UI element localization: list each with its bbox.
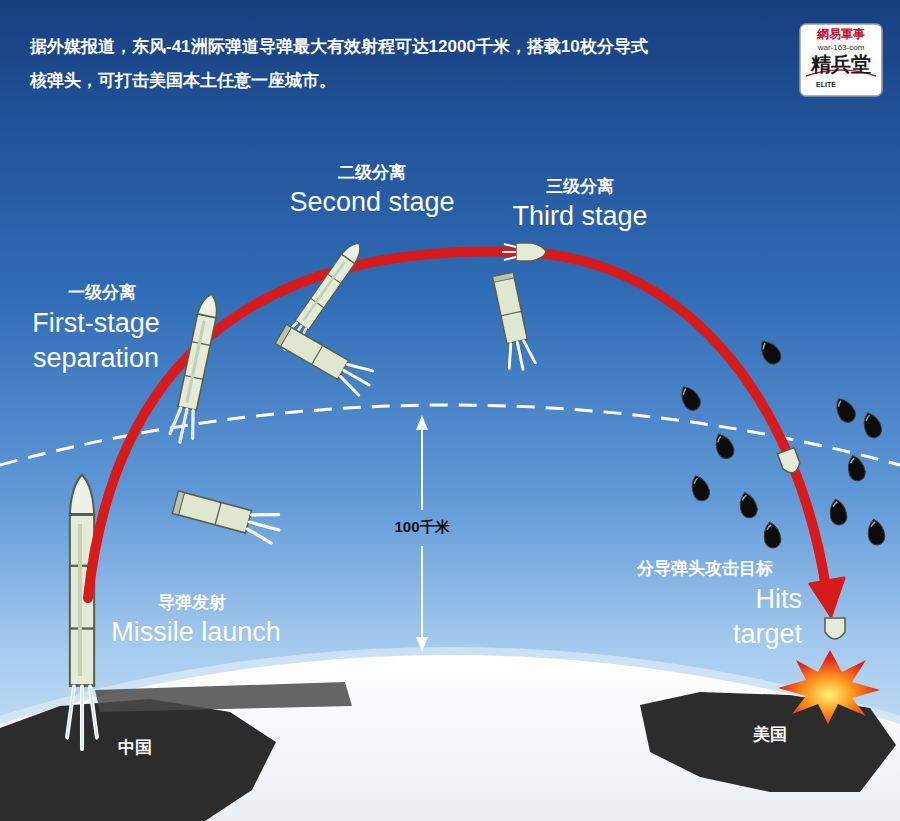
headline: 据外媒报道，东风-41洲际弹道导弹最大有效射程可达12000千米，搭载10枚分导… — [30, 30, 660, 98]
final-warhead — [825, 618, 845, 639]
spacer — [0, 0, 18, 9]
logo-url: war-163-com — [801, 43, 881, 53]
launch-label-cn: 导弹发射 — [122, 592, 262, 613]
stage-label-en: Second stage — [257, 185, 487, 219]
country-label: 中国 — [105, 737, 165, 758]
china-landmass — [0, 699, 276, 821]
warheads — [676, 337, 886, 550]
logo-badge — [800, 24, 882, 96]
trajectory-arrowhead — [810, 578, 844, 616]
horizon-glow — [0, 647, 900, 821]
altitude-dimension: 100千米 — [382, 517, 462, 536]
logo-name: 網易軍事 — [801, 27, 881, 42]
second-stage-spent — [274, 322, 376, 397]
stage-label-cn: 一级分离 — [42, 282, 162, 303]
launch-site-band — [95, 682, 352, 712]
third-stage-spent — [490, 272, 536, 372]
explosion — [778, 650, 880, 724]
first-stage-spent — [172, 488, 283, 544]
country-label: 美国 — [740, 724, 800, 745]
target-label-cn: 分导弹头攻击目标 — [615, 558, 795, 579]
trajectory-arc — [88, 251, 826, 598]
launch-missile — [67, 475, 97, 749]
stage-label-en: First-stage separation — [10, 306, 182, 376]
target-label-en: Hits target — [702, 582, 802, 652]
logo-brand: 精兵堂 — [801, 52, 881, 77]
warhead-bus — [502, 243, 546, 261]
logo-tag: ELITE — [806, 80, 846, 89]
launch-label-en: Missile launch — [71, 615, 321, 649]
earth-surface — [0, 655, 900, 821]
reentry-vehicle — [777, 448, 802, 476]
stage-label-cn: 三级分离 — [510, 176, 650, 197]
stage-label-cn: 二级分离 — [302, 162, 442, 183]
stage-label-en: Third stage — [475, 199, 685, 233]
first-stage-rocket — [169, 292, 223, 445]
